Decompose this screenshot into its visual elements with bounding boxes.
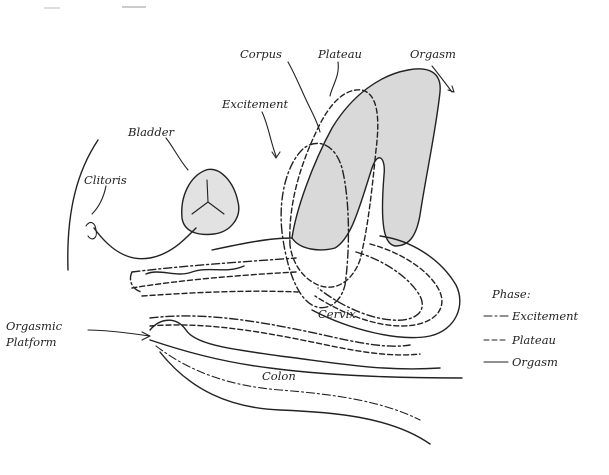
- bladder-shape: [182, 169, 239, 234]
- label-corpus: Corpus: [240, 47, 282, 61]
- label-colon: Colon: [262, 369, 296, 383]
- legend-plateau-label: Plateau: [511, 333, 556, 347]
- excitement-leader: [262, 112, 280, 158]
- vagina-upper-orgasm: [212, 238, 292, 250]
- clitoris-leader: [92, 186, 106, 214]
- label-excitement-top: Excitement: [221, 97, 289, 111]
- label-plateau-top: Plateau: [317, 47, 362, 61]
- vagina-wavy-orgasm: [146, 266, 244, 274]
- label-clitoris: Clitoris: [84, 173, 127, 187]
- bladder: [182, 169, 239, 234]
- legend-excitement-label: Excitement: [511, 309, 579, 323]
- legend-orgasm-label: Orgasm: [512, 355, 558, 369]
- colon-lower: [160, 352, 430, 444]
- orgasmic-platform-excitement: [150, 316, 410, 346]
- plateau-leader: [330, 62, 338, 96]
- orgasmic-platform-leader: [88, 330, 150, 340]
- legend-title: Phase:: [491, 287, 531, 301]
- label-orgasm-top: Orgasm: [410, 47, 456, 61]
- bladder-leader: [166, 138, 188, 170]
- vagina-lower-excitement: [130, 272, 142, 292]
- label-bladder: Bladder: [127, 125, 176, 139]
- corpus-leader: [288, 62, 320, 132]
- uterus-orgasm-shape: [292, 69, 440, 250]
- pubic-arc: [68, 140, 98, 270]
- vagina-lower-line: [142, 291, 298, 296]
- vagina-upper-plateau: [132, 272, 296, 288]
- label-orgasmic: Orgasmic: [6, 319, 63, 333]
- legend: Phase: Excitement Plateau Orgasm: [484, 287, 579, 369]
- clitoris-tip: [86, 223, 96, 239]
- scan-marks: [44, 7, 146, 8]
- orgasmic-platform-orgasm: [150, 320, 440, 369]
- orgasmic-platform-plateau: [150, 325, 420, 355]
- label-platform: Platform: [5, 335, 57, 349]
- label-cervix: Cervix: [318, 307, 356, 321]
- clitoris-wall: [94, 228, 196, 259]
